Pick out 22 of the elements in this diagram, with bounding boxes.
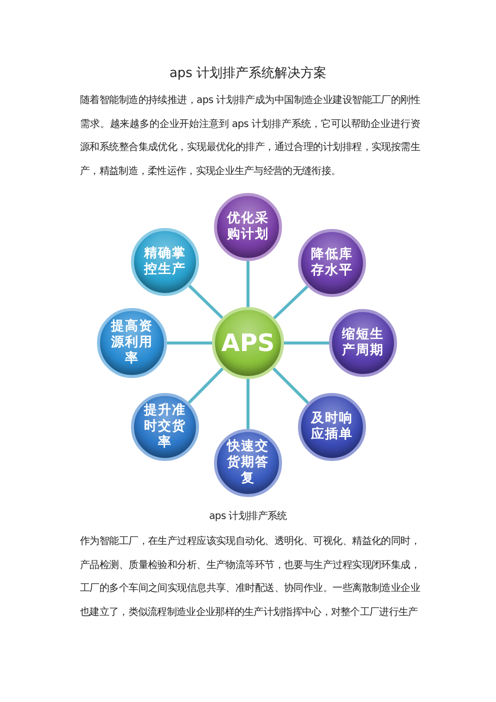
- circle-label: 提高资源利用率: [110, 319, 154, 367]
- hub-label: APS: [221, 329, 275, 357]
- circle-label: 降低库存水平: [310, 247, 354, 279]
- connector-line: [273, 285, 308, 320]
- connector-line: [284, 342, 329, 344]
- circle-label: 及时响应插单: [310, 411, 354, 443]
- circle-label: 精确掌控生产: [143, 246, 187, 278]
- connector-line: [272, 367, 310, 404]
- circle-label: 提升准时交货率: [143, 403, 187, 451]
- caption: aps 计划排产系统: [208, 510, 288, 524]
- connector-line: [246, 261, 250, 307]
- circle-label: 快速交货期答复: [226, 439, 270, 487]
- connector-line: [188, 284, 224, 319]
- paragraph: 作为智能工厂，在生产过程应该实现自动化、透明化、可视化、精益化的同时，产品检测、质量检验和分析、生产物流等环节，也要与生产过程实现闭环集成，工厂的多个车间之间实现信息共享、准时配送、协同作业。一些离散制造业企业也建立了，类似流程制造业企业那样的生产计划指挥中心，对整个工厂进行生产: [80, 534, 420, 620]
- paragraph: 随着智能制造的持续推进，aps 计划排产成为中国制造企业建设智能工厂的刚性需求。越来越多的企业开始注意到 aps 计划排产系统，它可以帮助企业进行资源和系统整合集成优化，实现最优化的排产，通过合理的计划排程，实现按需生产，精益制造，柔性运作，实现企业生产与经营的无缝衔接。: [80, 94, 420, 178]
- connector-line: [188, 368, 224, 404]
- hub-circle: [212, 307, 284, 379]
- title: aps 计划排产系统解决方案: [168, 65, 328, 83]
- connector-line: [167, 342, 212, 344]
- connector-line: [246, 379, 250, 429]
- circle-label: 优化采购计划: [226, 211, 270, 243]
- circle-label: 缩短生产周期: [341, 327, 385, 359]
